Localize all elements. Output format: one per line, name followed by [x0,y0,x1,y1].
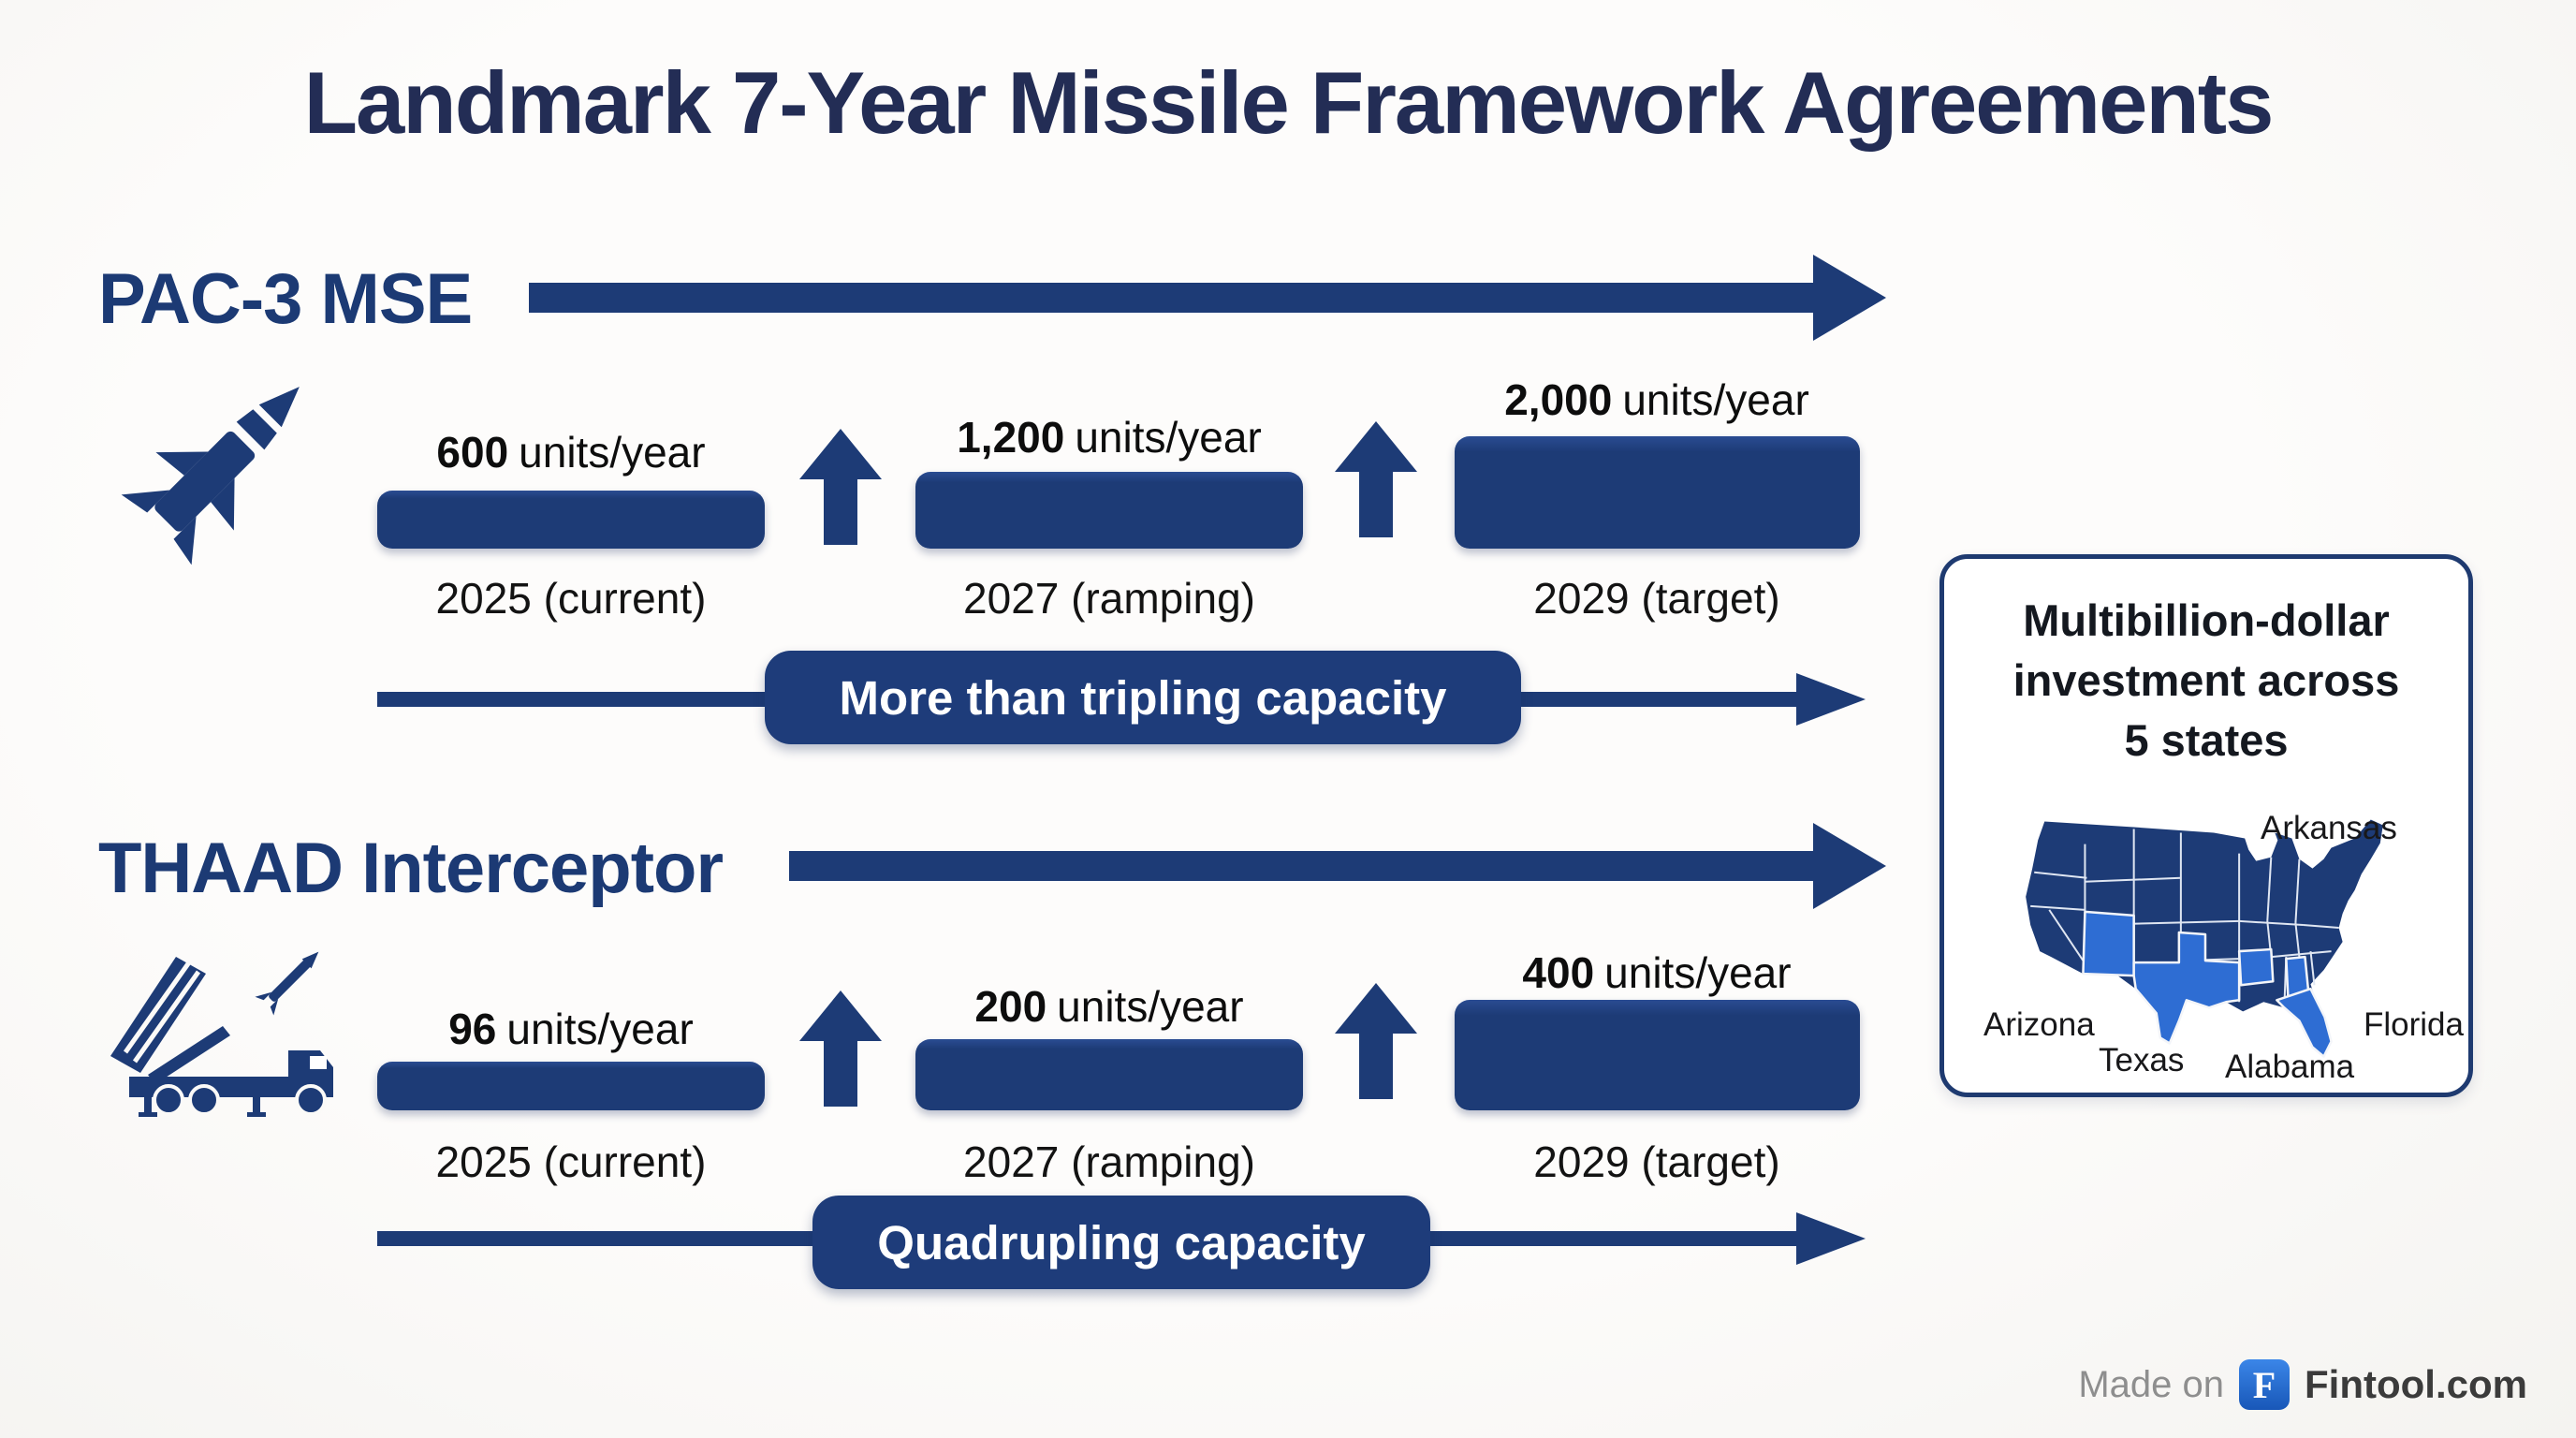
capacity-bar-thaad-2025 [377,1062,765,1110]
capacity-amount: 400 [1522,948,1595,997]
year-label: 2025 (current) [435,1137,707,1186]
state-label-alabama: Alabama [2225,1049,2355,1085]
map-state-texas [2132,931,2241,1045]
capacity-amount: 200 [974,982,1047,1031]
year-label: 2029 (target) [1533,1137,1780,1186]
pac3-missile-icon [121,387,300,565]
made-on-text: Made on [2078,1363,2225,1405]
capacity-unit: units/year [1057,982,1244,1031]
capacity-bar-pac3-2025 [377,491,765,549]
year-label: 2027 (ramping) [963,574,1255,623]
right-arrow-icon [529,255,1886,341]
up-arrow-icon [1335,421,1417,537]
up-arrow-icon [799,429,882,545]
fintool-logo-icon: F [2239,1359,2291,1410]
banner-pac3: More than tripling capacity [765,651,1521,744]
state-label-arizona: Arizona [1983,1006,2095,1043]
capacity-amount: 1,200 [957,413,1065,462]
capacity-bar-thaad-2027 [915,1039,1303,1110]
state-label-texas: Texas [2099,1042,2185,1078]
state-label-arkansas: Arkansas [2261,810,2397,846]
card-title: Multibillion-dollar investment across 5 … [1944,591,2468,770]
up-arrow-icon [799,990,882,1107]
footer-credit: Made on F Fintool.com [2078,1359,2527,1410]
card-title-line: Multibillion-dollar [2023,595,2390,645]
capacity-bar-pac3-2029 [1455,436,1860,549]
capacity-unit: units/year [1604,948,1792,997]
map-state-arkansas [2237,947,2275,987]
right-arrow-icon [789,823,1886,909]
fintool-logo-letter: F [2252,1363,2276,1406]
thaad-launcher-icon [110,951,333,1117]
state-label-florida: Florida [2364,1006,2464,1043]
capacity-amount: 2,000 [1504,375,1613,424]
capacity-amount: 600 [436,428,509,477]
section-label-pac3: PAC-3 MSE [98,259,473,339]
section-label-thaad: THAAD Interceptor [98,829,724,908]
card-title-line: 5 states [2124,714,2289,765]
year-label: 2029 (target) [1533,574,1780,623]
capacity-unit: units/year [519,428,706,477]
brand-text: Fintool.com [2305,1362,2527,1406]
capacity-bar-pac3-2027 [915,472,1303,549]
us-map [2026,819,2383,1058]
capacity-unit: units/year [1075,413,1262,462]
investment-card: Multibillion-dollar investment across 5 … [1939,554,2473,1097]
banner-thaad: Quadrupling capacity [812,1196,1430,1289]
map-state-arizona [2082,910,2135,977]
year-label: 2025 (current) [435,574,707,623]
map-state-florida [2276,987,2333,1058]
capacity-unit: units/year [506,1005,694,1053]
up-arrow-icon [1335,983,1417,1099]
capacity-unit: units/year [1622,375,1809,424]
card-title-line: investment across [2012,654,2400,705]
capacity-amount: 96 [448,1005,497,1053]
year-label: 2027 (ramping) [963,1137,1255,1186]
page-title: Landmark 7-Year Missile Framework Agreem… [303,53,2275,152]
capacity-bar-thaad-2029 [1455,1000,1860,1110]
